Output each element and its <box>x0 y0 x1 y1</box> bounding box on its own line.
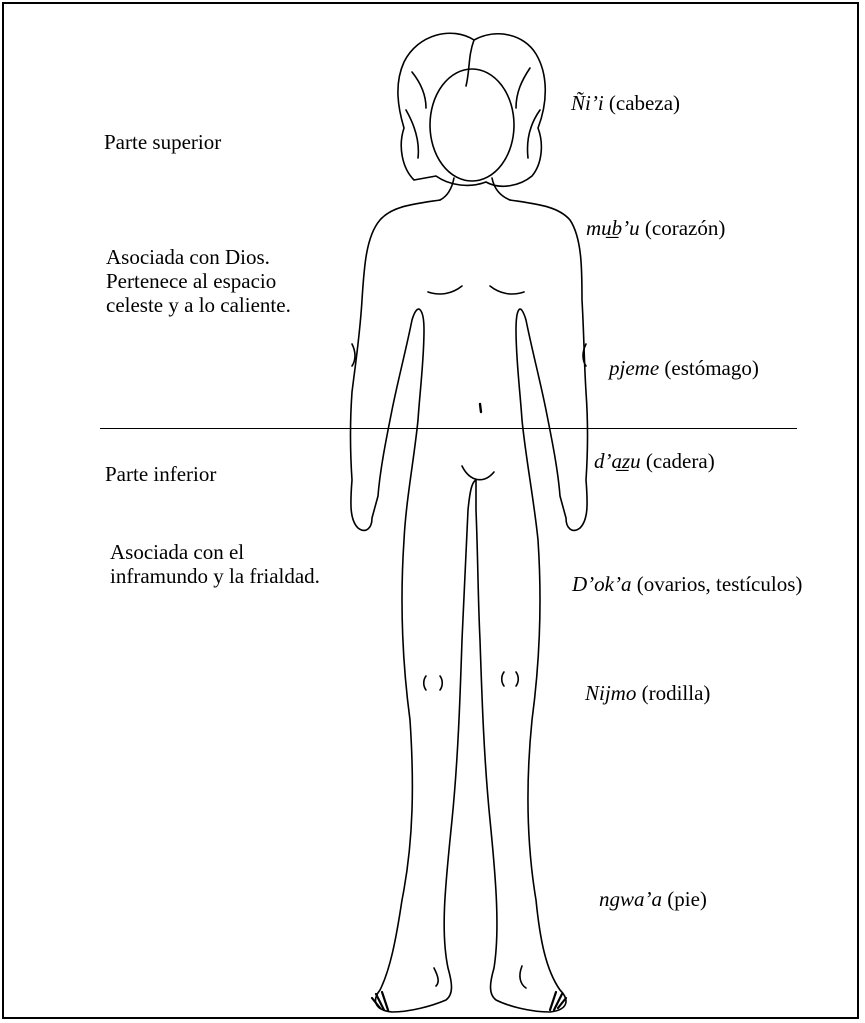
knee-right <box>516 672 518 686</box>
hair-outline <box>398 33 545 186</box>
toes-left <box>372 992 388 1010</box>
chest-right <box>490 286 524 294</box>
body-outline-right <box>476 200 588 1012</box>
elbow-left <box>352 344 355 366</box>
face-outline <box>430 69 514 181</box>
navel <box>480 404 481 412</box>
hair-strand <box>528 110 541 158</box>
ankle-right <box>520 966 526 988</box>
hair-strand <box>406 110 418 158</box>
knee-left <box>440 676 442 690</box>
hair-strand <box>516 68 530 108</box>
knee-left <box>424 676 426 690</box>
hair-part <box>466 40 474 86</box>
hip-line <box>462 466 494 480</box>
ankle-left <box>434 968 438 986</box>
chest-left <box>428 286 462 294</box>
knee-right <box>502 672 504 686</box>
hair-strand <box>412 72 426 108</box>
neck-right <box>492 178 510 200</box>
body-outline-left <box>351 200 477 1012</box>
